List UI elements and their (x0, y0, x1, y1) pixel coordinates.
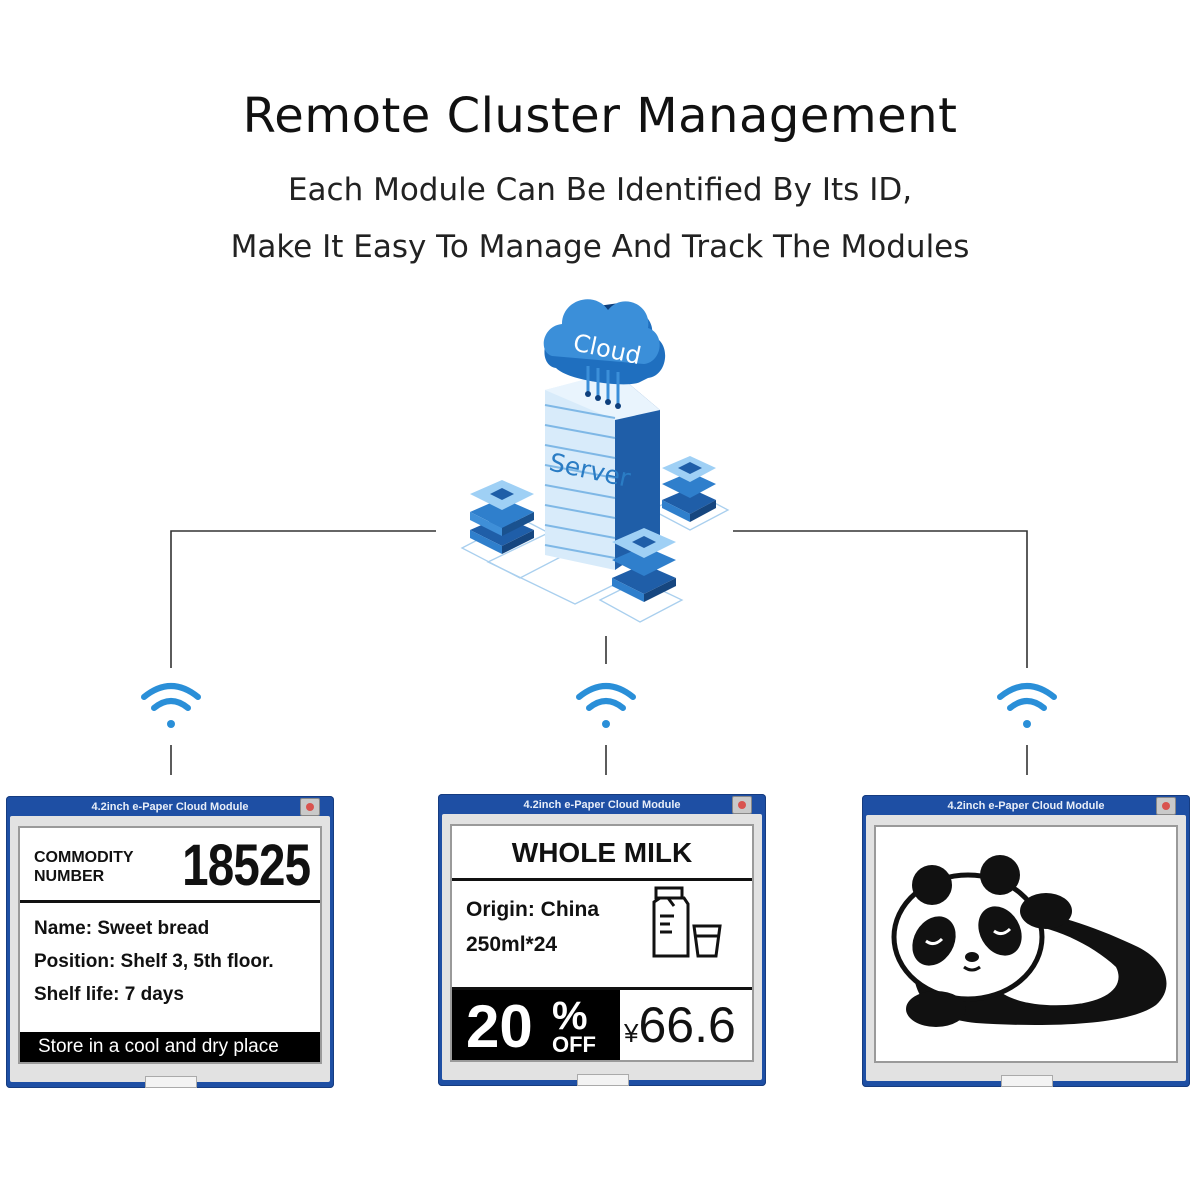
name-line: Name: Sweet bread (34, 918, 210, 939)
small-server-right-icon (662, 456, 716, 522)
storage-banner: Store in a cool and dry place (20, 1032, 320, 1062)
wifi-icon-left (141, 683, 201, 728)
reset-button[interactable] (1156, 797, 1176, 815)
currency-sign: ¥ (624, 1018, 639, 1048)
epaper-module-1: 4.2inch e-Paper Cloud Module COMMODITY N… (6, 796, 334, 1088)
line-right (733, 530, 1028, 668)
percent-sign: % (552, 994, 588, 1038)
shelf-life-line: Shelf life: 7 days (34, 984, 184, 1005)
board-label: 4.2inch e-Paper Cloud Module (523, 799, 681, 811)
cloud-icon: Cloud (543, 299, 666, 409)
discount-value: 20 (466, 993, 533, 1060)
reset-button[interactable] (732, 796, 752, 814)
position-line: Position: Shelf 3, 5th floor. (34, 951, 274, 972)
board-label: 4.2inch e-Paper Cloud Module (947, 800, 1105, 812)
product-title: WHOLE MILK (452, 826, 752, 881)
epaper-screen: WHOLE MILK Origin: China 250ml*24 20 % O… (450, 824, 754, 1062)
off-label: OFF (552, 1032, 596, 1057)
wifi-icon-center (576, 683, 636, 728)
epaper-module-2: 4.2inch e-Paper Cloud Module WHOLE MILK … (438, 794, 766, 1086)
origin-line: Origin: China (466, 898, 599, 921)
connection-lines (170, 530, 1028, 775)
panda-icon (891, 855, 1167, 1027)
board-label: 4.2inch e-Paper Cloud Module (91, 801, 249, 813)
epaper-module-3: 4.2inch e-Paper Cloud Module (862, 795, 1190, 1087)
commodity-label-line1: COMMODITY (34, 849, 134, 866)
subtitle-line-2: Make It Easy To Manage And Track The Mod… (230, 229, 970, 265)
subtitle-line-1: Each Module Can Be Identified By Its ID, (287, 172, 913, 208)
page-title: Remote Cluster Management (242, 88, 958, 144)
epaper-screen (874, 825, 1178, 1063)
epaper-screen: COMMODITY NUMBER 18525 Name: Sweet bread… (18, 826, 322, 1064)
commodity-number: 18525 (181, 833, 311, 898)
connector (145, 1076, 197, 1088)
milk-carton-icon (652, 886, 722, 958)
discount-box: 20 % OFF (452, 990, 620, 1060)
price-value: 66.6 (638, 997, 736, 1053)
size-line: 250ml*24 (466, 933, 558, 956)
connector (1001, 1075, 1053, 1087)
wifi-icon-right (997, 683, 1057, 728)
line-left (170, 530, 436, 668)
small-server-left-icon (470, 480, 534, 554)
server-icon: Server (544, 302, 660, 570)
small-server-front-icon (612, 528, 676, 602)
reset-button[interactable] (300, 798, 320, 816)
commodity-label-line2: NUMBER (34, 868, 105, 885)
price: ¥66.6 (624, 996, 736, 1054)
connector (577, 1074, 629, 1086)
